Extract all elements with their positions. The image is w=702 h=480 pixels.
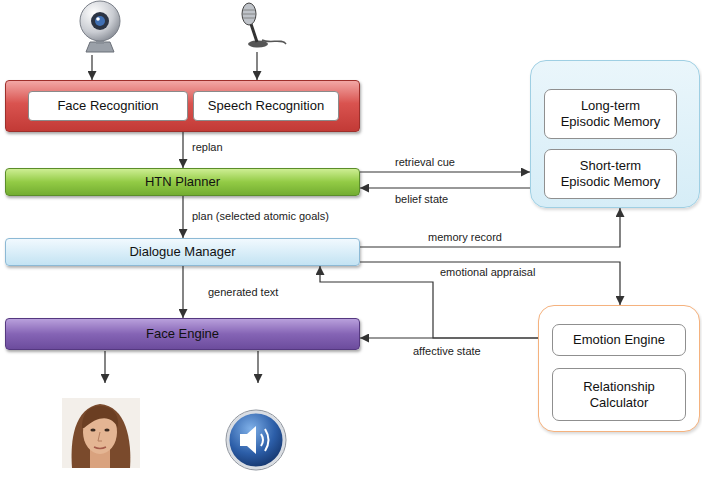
node-text: Dialogue Manager <box>129 244 235 260</box>
speaker-icon <box>226 410 286 470</box>
flow-arrow <box>182 196 183 238</box>
node-text: Short-term Episodic Memory <box>559 158 663 190</box>
edge-label: emotional appraisal <box>440 266 535 279</box>
emotion-group: Emotion EngineRelationship Calculator <box>538 305 700 432</box>
flow-arrow <box>360 187 530 188</box>
planner-band: HTN Planner <box>5 168 360 196</box>
edge-label: generated text <box>208 286 278 299</box>
engine-box: Emotion Engine <box>552 324 686 356</box>
flow-arrow <box>320 266 538 338</box>
flow-arrow <box>360 337 538 338</box>
node-text: Face Recognition <box>57 98 158 114</box>
memory-box: Short-term Episodic Memory <box>544 149 677 199</box>
face-picture <box>62 398 140 468</box>
node-text: Relationship Calculator <box>564 379 674 411</box>
flow-arrow <box>182 266 183 318</box>
node-text: Long-term Episodic Memory <box>559 98 663 130</box>
manager-band: Dialogue Manager <box>5 238 360 266</box>
process-box: Face Recognition <box>28 91 188 121</box>
edge-label: retrieval cue <box>395 156 455 169</box>
edge-label: replan <box>192 141 223 154</box>
input-arrow <box>91 55 92 80</box>
node-text: Speech Recognition <box>208 98 324 114</box>
output-arrow <box>257 351 258 383</box>
flow-arrow <box>360 208 620 247</box>
output-arrow <box>104 351 105 383</box>
edge-label: plan (selected atomic goals) <box>192 210 329 223</box>
memory-box: Long-term Episodic Memory <box>544 89 677 139</box>
memory-group: Long-term Episodic MemoryShort-term Epis… <box>530 60 700 208</box>
process-box: Speech Recognition <box>193 91 339 121</box>
engine-band: Face Engine <box>5 318 360 350</box>
edge-label: belief state <box>395 193 448 206</box>
sensor-band: Face Recognition Speech Recognition <box>5 80 360 132</box>
input-arrow <box>256 52 257 80</box>
flow-arrow <box>360 171 530 172</box>
flow-arrow <box>182 132 183 168</box>
node-text: Face Engine <box>146 326 219 342</box>
engine-box: Relationship Calculator <box>552 368 686 421</box>
edge-label: memory record <box>428 231 502 244</box>
microphone-icon <box>242 3 286 48</box>
flow-arrow <box>360 262 620 305</box>
node-text: HTN Planner <box>145 174 220 190</box>
node-text: Emotion Engine <box>573 332 665 348</box>
edge-label: affective state <box>413 345 481 358</box>
webcam-icon <box>80 1 120 52</box>
